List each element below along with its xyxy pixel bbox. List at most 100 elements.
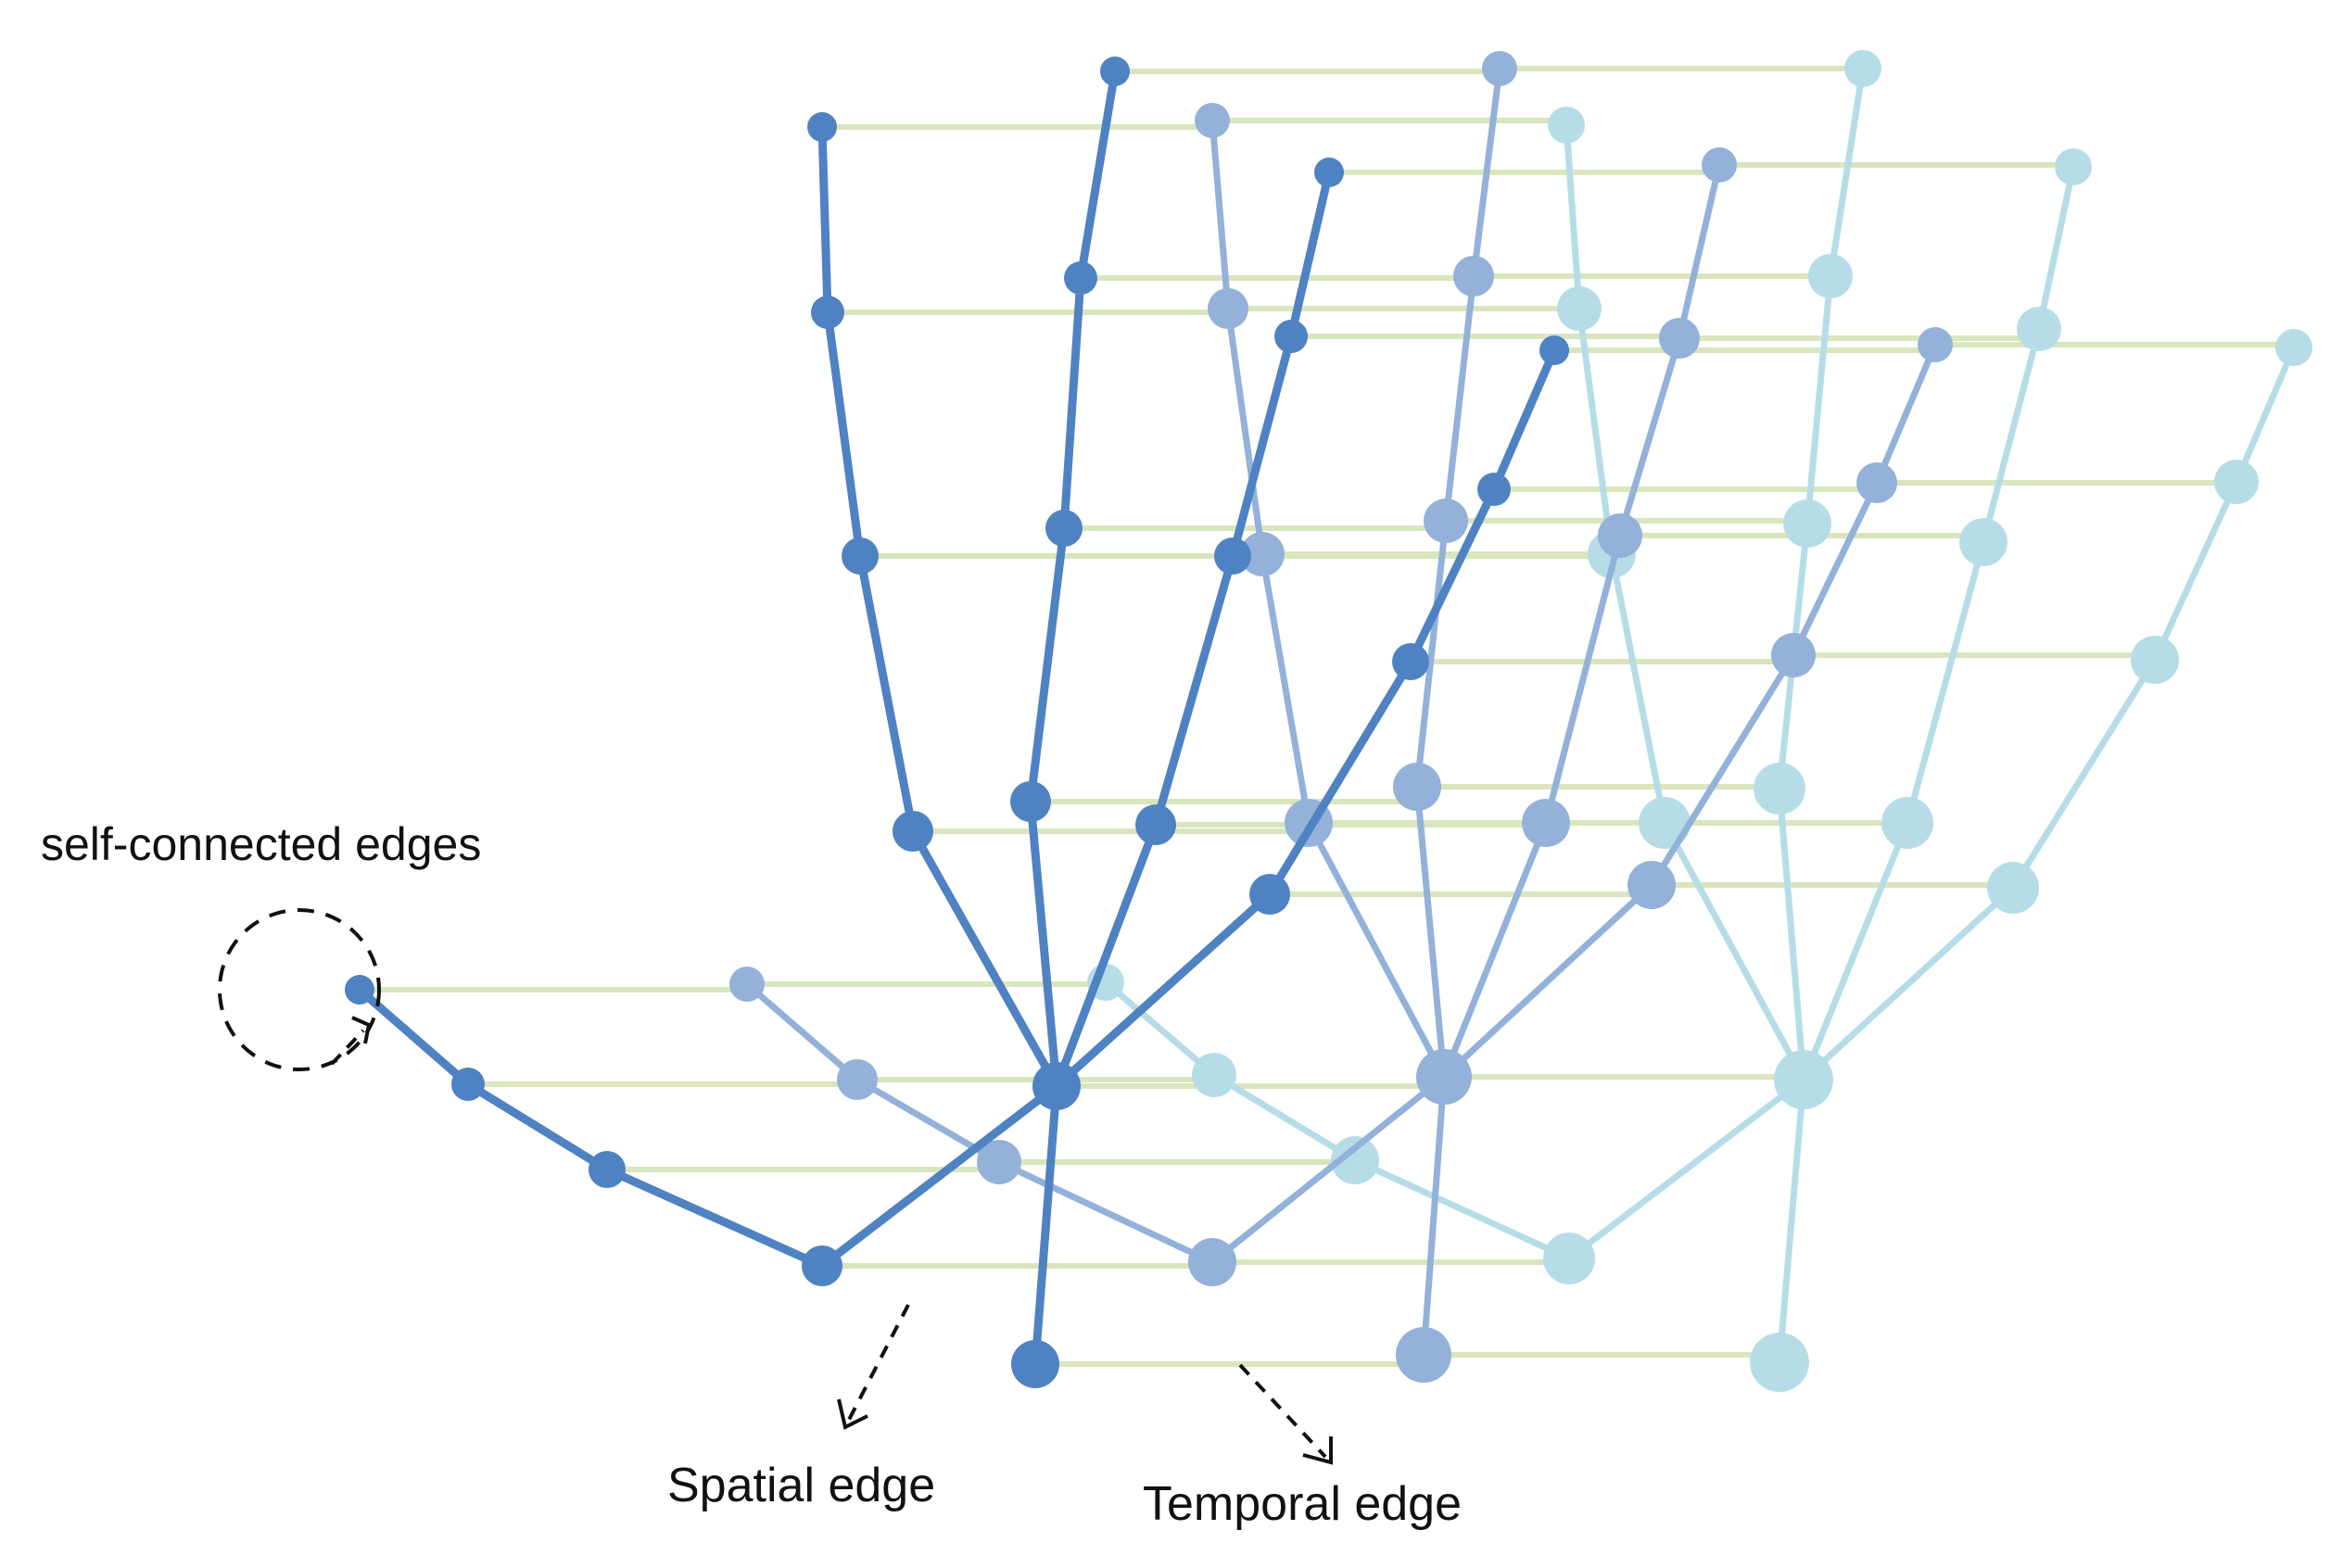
joint-node (807, 112, 837, 142)
spatial-edge (817, 122, 832, 317)
joint-node (1856, 462, 1897, 503)
spatial-edge (1026, 524, 1069, 806)
spatial-edge (1440, 819, 1550, 1081)
spatial-edge (1576, 305, 1615, 558)
joint-node (2131, 636, 2179, 684)
spatial-edge (1804, 272, 1834, 527)
spatial-edge (1542, 532, 1624, 827)
spatial-edge (1305, 819, 1448, 1081)
joint-node (1314, 158, 1344, 187)
self-connection-arrow (330, 1029, 365, 1066)
spatial-edge (1052, 890, 1274, 1091)
spatial-edge (1563, 121, 1583, 312)
joint-node (1539, 335, 1569, 365)
joint-node (1392, 643, 1429, 680)
joint-node (1774, 1050, 1833, 1109)
spatial-edge (1351, 1157, 1573, 1262)
spatial-edge (1406, 485, 1499, 666)
joint-node (1639, 797, 1691, 849)
spatial-edge (1413, 517, 1450, 790)
temporal-edges (357, 66, 2297, 1367)
joint-node (1188, 1238, 1236, 1286)
spatial-edge (2009, 656, 2159, 891)
spatial-edge-arrowhead (837, 1398, 868, 1430)
spatial-edge (1052, 820, 1160, 1091)
joint-node (1011, 1340, 1059, 1388)
spatial-edge (817, 1081, 1061, 1271)
joint-node (802, 1246, 842, 1286)
joint-node (2055, 148, 2092, 185)
joint-node (1598, 513, 1642, 558)
joint-node (1522, 799, 1570, 847)
spatial-edge (2035, 163, 2077, 333)
spatial-edge (2233, 344, 2298, 486)
joint-node (1240, 532, 1285, 576)
joint-node (1702, 147, 1737, 183)
spatial-edge (1800, 819, 1911, 1083)
spatial-edge (1228, 332, 1296, 561)
spatial-edge (1059, 273, 1085, 533)
joint-node (1045, 510, 1083, 547)
spatial-edge (1210, 1071, 1359, 1164)
joint-node (1424, 499, 1468, 543)
spatial-edge (1776, 1076, 1807, 1366)
spatial-edge (1790, 479, 1881, 659)
spatial-edge (1470, 65, 1503, 280)
joint-node (1627, 861, 1676, 909)
spatial-edge (1209, 1073, 1448, 1266)
spatial-edge (1648, 651, 1797, 889)
joint-node (1543, 1233, 1595, 1284)
spatial-edge (1102, 979, 1218, 1079)
joint-node (1754, 763, 1805, 815)
spatial-edge (1980, 325, 2043, 546)
spatial-edge (1608, 550, 1668, 827)
spatial-edge (855, 551, 918, 836)
temporal-edge-arrowhead (1302, 1436, 1333, 1465)
joint-node (2017, 307, 2061, 351)
joint-node (1135, 804, 1176, 845)
joint-node (977, 1140, 1021, 1184)
joint-node (1100, 57, 1130, 86)
joint-node (1548, 107, 1585, 144)
skeleton-frame-2 (729, 51, 1953, 1383)
joint-node (589, 1151, 626, 1188)
joint-node (893, 811, 933, 852)
joint-node (1750, 1333, 1809, 1392)
joint-node (1195, 103, 1230, 138)
spatial-edge (2151, 478, 2240, 664)
joint-node (729, 967, 765, 1002)
temporal-edge-label: Temporal edge (1143, 1477, 1462, 1531)
spatial-edge (995, 1158, 1216, 1266)
self-connection-arrowhead (351, 1016, 372, 1044)
spatial-edge-arrow (847, 1304, 910, 1421)
spatial-edge (1224, 305, 1266, 558)
spatial-edge-label: Spatial edge (667, 1459, 935, 1512)
spatial-edge (1031, 1081, 1061, 1369)
spatial-edge (1565, 1076, 1807, 1262)
spatial-edge (355, 985, 473, 1089)
joint-node (1192, 1053, 1236, 1097)
self-connection-marker (218, 908, 381, 1071)
spatial-edge (1827, 65, 1867, 280)
spatial-edge (602, 1165, 827, 1271)
joint-node (1659, 318, 1700, 359)
spatial-edge (463, 1080, 612, 1174)
spatial-edge (1489, 346, 1559, 494)
spatial-edge (1265, 657, 1415, 899)
joint-node (1808, 254, 1853, 298)
spatial-edge (823, 308, 865, 561)
spatial-edge (1800, 884, 2017, 1083)
spatial-edge (908, 827, 1061, 1091)
spatial-edge (1286, 168, 1334, 341)
spatial-edge (1151, 551, 1237, 829)
temporal-edge-arrow (1238, 1363, 1327, 1459)
spatial-edge (1440, 881, 1655, 1081)
skeleton-frame-1 (345, 57, 1569, 1388)
joint-node (1477, 473, 1511, 506)
spatial-edge (1616, 335, 1683, 539)
spatial-edge (1209, 117, 1232, 312)
spatial-edge (1442, 272, 1477, 525)
joint-node (1274, 320, 1308, 353)
self-connected-edges-label: self-connected edges (41, 818, 481, 870)
